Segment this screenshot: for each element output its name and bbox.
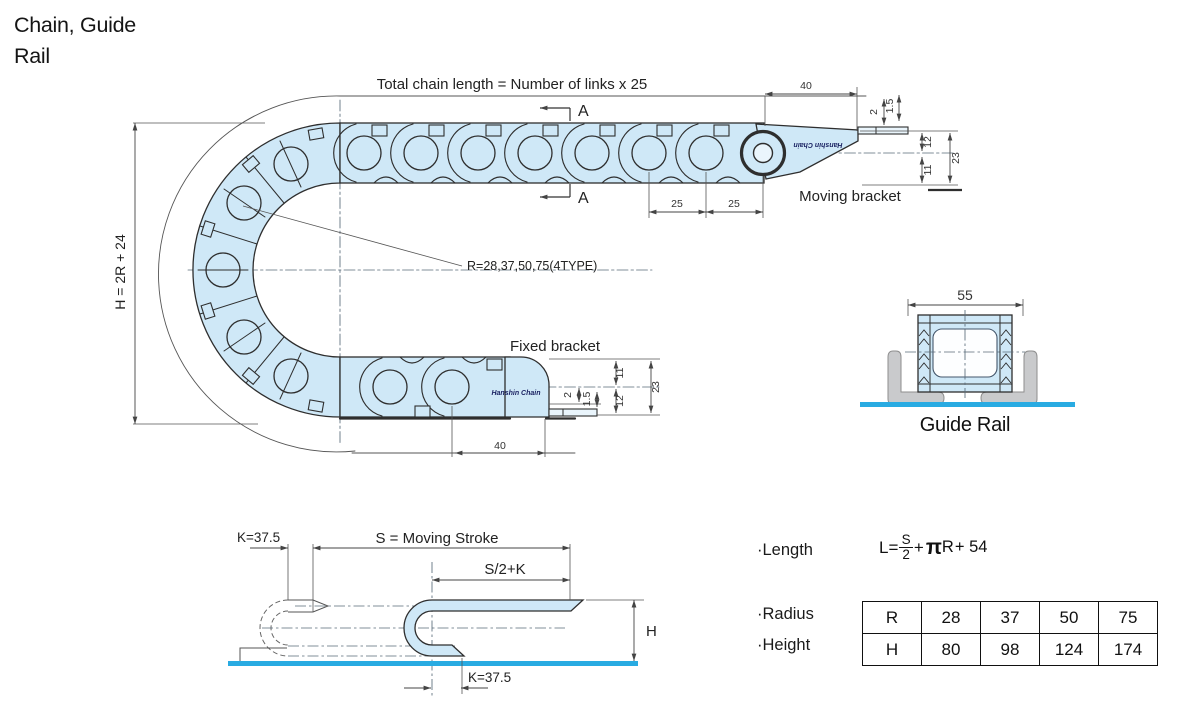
brand-logo-moving: Hanshin Chain [793, 141, 842, 148]
stroke-base-line [228, 661, 638, 666]
chain-links-top [333, 123, 741, 184]
radius-note: R=28,37,50,75(4TYPE) [467, 259, 597, 273]
dim-40-top: 40 [800, 80, 812, 92]
dim-1-5-bot: 1.5 [581, 392, 593, 407]
chain-link-pins-top [346, 135, 724, 171]
page-title-line2: Rail [14, 43, 50, 68]
dim-25-a: 25 [671, 198, 683, 210]
table-cell: 98 [980, 633, 1040, 666]
table-cell: 75 [1098, 601, 1158, 634]
radius-height-table: R 28 37 50 75 H 80 98 124 174 [862, 601, 1158, 666]
chain-links-bend [197, 127, 325, 413]
moving-bracket-pin [857, 126, 909, 135]
chain-notches-bottom [414, 358, 503, 418]
table-cell: 80 [921, 633, 981, 666]
guide-rail-section: 55 [860, 287, 1075, 436]
total-length-note: Total chain length = Number of links x 2… [377, 76, 648, 93]
dim-23-bot: 23 [650, 381, 662, 393]
fixed-bracket-dims: Fixed bracket 2 1.5 11 12 23 40 [451, 338, 662, 457]
height-note: H = 2R + 24 [112, 234, 128, 310]
dim-s2k: S/2+K [484, 561, 525, 578]
moving-bracket-dims: 2 1.5 12 11 23 [860, 95, 962, 192]
table-cell: 124 [1039, 633, 1099, 666]
dim-11-bot: 11 [614, 367, 626, 378]
rail-channel [887, 350, 1038, 405]
page-title-line1: Chain, Guide [14, 13, 136, 37]
formula-lhs: L= [879, 537, 899, 557]
dim-2-bot: 2 [562, 392, 574, 398]
dim-23-top: 23 [950, 152, 962, 164]
section-marker-top: A [540, 103, 589, 121]
height-dim: H = 2R + 24 [112, 122, 265, 425]
table-cell: H [862, 633, 922, 666]
chain-notches-top [371, 124, 730, 137]
dim-55: 55 [957, 287, 973, 303]
stroke-chain [403, 599, 585, 657]
rail-base-line [860, 402, 1075, 407]
section-label-a-top: A [578, 103, 589, 120]
fixed-bracket-pin [548, 408, 598, 417]
table-cell: R [862, 601, 922, 634]
table-cell: 28 [921, 601, 981, 634]
table-cell: 50 [1039, 601, 1099, 634]
moving-bracket-label: Moving bracket [799, 188, 902, 205]
chain-cross-section [905, 310, 1025, 398]
dim-h: H [646, 623, 657, 640]
fixed-bracket [504, 356, 550, 418]
formula-numerator: S [901, 532, 911, 547]
section-label-a-bottom: A [578, 190, 589, 207]
radius-leader [242, 205, 463, 267]
dim-40-bot: 40 [494, 440, 506, 452]
dim-12-bot: 12 [614, 395, 626, 407]
pitch-dims: 25 25 [648, 172, 764, 218]
stroke-diagram: K=37.5 S = Moving Stroke S/2+K H K=37.5 [228, 530, 657, 697]
formula-r: R [941, 538, 954, 557]
dim-1-5-top: 1.5 [884, 99, 896, 114]
formula-plus: + [913, 537, 924, 557]
wall-hatch-chevrons [918, 329, 1012, 384]
chain-links-bottom [359, 356, 487, 417]
section-marker-bottom: A [540, 184, 589, 207]
formula-denominator: 2 [899, 547, 913, 562]
chain-dimensions: Total chain length = Number of links x 2… [112, 76, 962, 457]
dim-12-top: 12 [922, 136, 934, 148]
formula-tail: + 54 [954, 538, 988, 557]
dim-k-top: K=37.5 [237, 530, 280, 545]
ghost-chain [239, 599, 330, 663]
chain-diagram: Hanshin Chain Hanshin Chain [158, 95, 956, 454]
length-label: ·Length [757, 541, 813, 559]
fixed-bracket-label: Fixed bracket [510, 338, 601, 355]
page-title: Chain, Guide Rail [14, 10, 136, 71]
moving-pivot-hole [752, 142, 774, 164]
table-cell: 37 [980, 601, 1040, 634]
height-label: ·Height [757, 636, 811, 654]
guide-rail-label: Guide Rail [920, 414, 1010, 436]
brand-logo-fixed: Hanshin Chain [491, 390, 540, 397]
dim-25-b: 25 [728, 198, 740, 210]
dim-2-top: 2 [868, 109, 880, 115]
table-row-r: R 28 37 50 75 [862, 601, 1158, 634]
dim-k-bottom: K=37.5 [468, 670, 511, 685]
table-row-h: H 80 98 124 174 [862, 633, 1158, 666]
dim-11-top: 11 [922, 164, 934, 175]
table-cell: 174 [1098, 633, 1158, 666]
pi-symbol: π [925, 536, 942, 560]
radius-label: ·Radius [757, 605, 814, 623]
moving-stroke-label: S = Moving Stroke [376, 530, 499, 547]
chain-link-pins-bottom [372, 369, 470, 405]
